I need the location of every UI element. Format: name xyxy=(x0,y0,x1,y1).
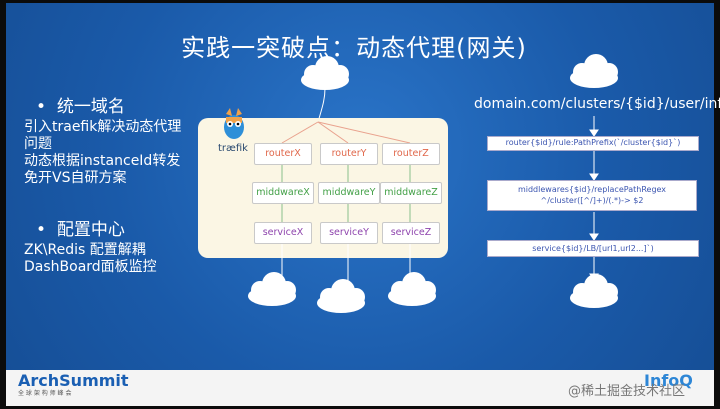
bullet-line: ZK\Redis 配置解耦 xyxy=(24,242,146,258)
archsummit-logo-subtitle: 全 球 架 构 师 峰 会 xyxy=(18,390,72,397)
middleware-node: middwareY xyxy=(318,182,380,204)
bullet-dot: • xyxy=(36,220,47,240)
bullet-heading: 统一域名 xyxy=(56,97,125,117)
archsummit-logo: ArchSummit 全 球 架 构 师 峰 会 xyxy=(18,371,129,397)
bullet-line: 引入traefik解决动态代理 xyxy=(24,119,182,135)
archsummit-logo-text: ArchSummit xyxy=(18,371,129,390)
bullet-section-config: • 配置中心 ZK\Redis 配置解耦 DashBoard面板监控 xyxy=(24,215,214,276)
service-node: serviceZ xyxy=(382,222,440,244)
service-rule-box: service{$id}/LB/[url1,url2...]`) xyxy=(487,240,699,257)
watermark: @稀土掘金技术社区 xyxy=(568,384,686,399)
bullet-line: 问题 xyxy=(24,136,52,152)
traefik-gopher-icon xyxy=(224,108,244,139)
middleware-node: middwareX xyxy=(252,182,314,204)
bullet-dot: • xyxy=(36,97,47,117)
service-node: serviceY xyxy=(320,222,378,244)
router-node: routerY xyxy=(320,143,378,165)
slide-title: 实践一突破点：动态代理(网关) xyxy=(181,34,527,62)
request-cloud-icon xyxy=(570,54,618,88)
router-rule-box: router{$id}/rule:PathPrefix(`/cluster{$i… xyxy=(487,136,699,151)
middleware-rule-line: ^/cluster([^/]+)/(.*)-> $2 xyxy=(540,196,644,205)
middleware-rule-box: middlewares{$id}/replacePathRegex ^/clus… xyxy=(487,180,697,211)
router-node: routerZ xyxy=(382,143,440,165)
bullet-heading: 配置中心 xyxy=(56,220,125,240)
bullet-line: 动态根据instanceId转发 xyxy=(24,153,181,169)
bullet-section-domain: • 统一域名 引入traefik解决动态代理 问题 动态根据instanceId… xyxy=(24,92,214,187)
slide-footer xyxy=(6,370,714,406)
bullet-list: • 统一域名 引入traefik解决动态代理 问题 动态根据instanceId… xyxy=(24,92,214,276)
middleware-node: middwareZ xyxy=(380,182,442,204)
bullet-line: 免开VS自研方案 xyxy=(24,170,127,186)
router-node: routerX xyxy=(254,143,312,165)
traefik-label: træfik xyxy=(218,143,248,154)
middleware-rule-line: middlewares{$id}/replacePathRegex xyxy=(517,185,667,194)
infoq-logo: InfoQ xyxy=(644,371,693,390)
request-url: domain.com/clusters/{$id}/user/info xyxy=(474,96,720,112)
service-node: serviceX xyxy=(254,222,312,244)
bullet-line: DashBoard面板监控 xyxy=(24,259,157,275)
